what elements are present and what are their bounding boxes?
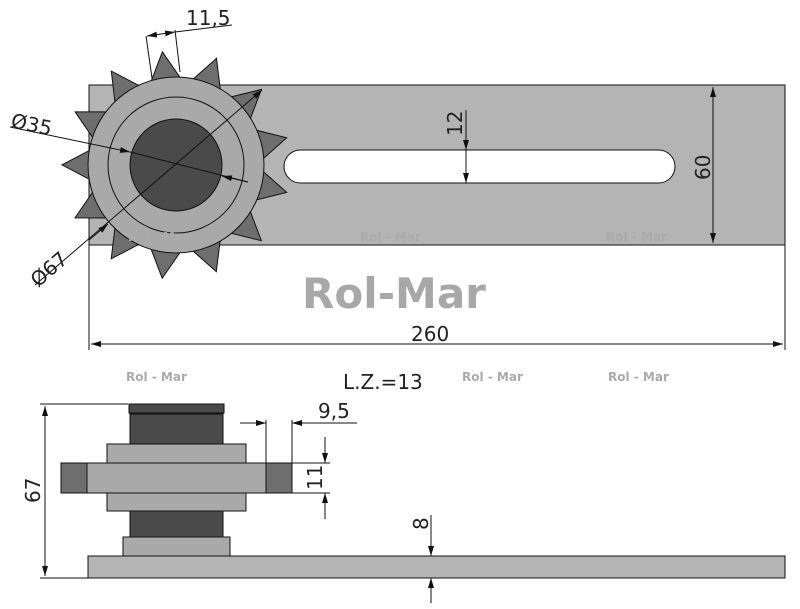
plate-side-view [87, 555, 786, 579]
flange-tooth-left [60, 462, 88, 494]
tooth-count-label: L.Z.=13 [343, 370, 423, 394]
watermark-small: Rol - Mar [128, 230, 189, 244]
dim-tooth-width: 11,5 [186, 6, 231, 30]
watermark-small: Rol - Mar [360, 230, 421, 244]
lower-washer [106, 492, 247, 512]
dim-slot-width: 12 [443, 111, 467, 136]
hub-cap [128, 403, 225, 414]
watermark-small: Rol - Mar [606, 230, 667, 244]
sprocket-flange [60, 462, 293, 494]
upper-hub [129, 413, 224, 445]
dim-plate-length: 260 [411, 322, 449, 346]
slot [283, 149, 676, 184]
watermark-big: Rol-Mar [302, 269, 486, 318]
dim-plate-thickness: 8 [409, 517, 433, 530]
watermark-small: Rol - Mar [608, 370, 669, 384]
dim-flange-thickness: 11 [303, 465, 327, 490]
dim-sprocket-diameter: Ø67 [26, 247, 73, 292]
hub [129, 118, 223, 212]
bottom-spacer [122, 536, 231, 557]
lower-hub [129, 510, 224, 538]
watermark-small: Rol - Mar [462, 370, 523, 384]
upper-washer [106, 443, 247, 464]
dim-plate-height: 60 [691, 155, 715, 180]
watermark-small: Rol - Mar [126, 370, 187, 384]
flange-tooth-right [265, 462, 293, 494]
dim-hub-diameter: Ø35 [9, 108, 54, 140]
dim-flange-step: 9,5 [318, 399, 350, 423]
dim-total-height: 67 [21, 478, 45, 503]
